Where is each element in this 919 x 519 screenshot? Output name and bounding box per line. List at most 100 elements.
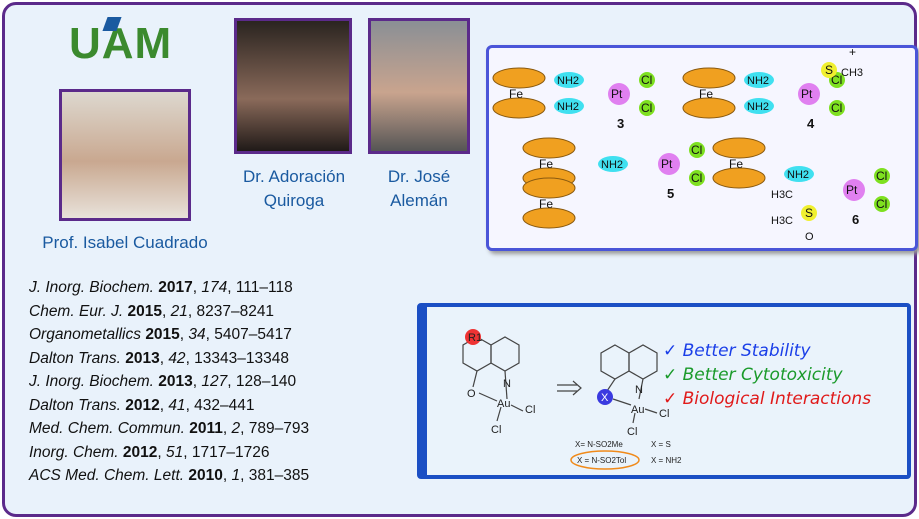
pages: , 381–385 bbox=[240, 467, 310, 484]
r1-label: R1 bbox=[468, 332, 482, 344]
cyclopentadienyl-ring bbox=[712, 137, 766, 159]
nh2-group bbox=[744, 72, 774, 88]
cl-label: Cl bbox=[641, 101, 652, 115]
fe-label: Fe bbox=[509, 87, 523, 101]
year: 2010 bbox=[188, 467, 223, 484]
nh2-group bbox=[554, 72, 584, 88]
year: 2011 bbox=[189, 420, 223, 437]
journal: Dalton Trans. bbox=[29, 396, 121, 414]
cyclopentadienyl-ring bbox=[682, 97, 736, 119]
cl-ligand bbox=[829, 100, 845, 116]
nh2-label: NH2 bbox=[557, 101, 579, 113]
cyclopentadienyl-ring bbox=[522, 137, 576, 159]
journal: J. Inorg. Biochem. bbox=[29, 279, 154, 296]
h3c-label: H3C bbox=[771, 189, 793, 201]
claim-stability: ✓ Better Stability bbox=[663, 341, 811, 361]
highlight-ellipse bbox=[570, 450, 640, 470]
reference-item: J. Inorg. Biochem. 2017, 174, 111–118 bbox=[29, 279, 293, 296]
cyclopentadienyl-ring bbox=[522, 207, 576, 229]
pt-center bbox=[843, 179, 865, 201]
pt-center bbox=[608, 83, 630, 105]
name-line: Quiroga bbox=[263, 191, 325, 210]
pages: , 1717–1726 bbox=[183, 443, 270, 461]
n-label: N bbox=[635, 384, 643, 396]
reference-item: Inorg. Chem. 2012, 51, 1717–1726 bbox=[29, 443, 270, 461]
pt-label: Pt bbox=[801, 87, 813, 101]
nh2-label: NH2 bbox=[557, 75, 579, 87]
pages: , 789–793 bbox=[240, 420, 310, 437]
x-option-highlighted: X = N-SO2Tol bbox=[577, 456, 626, 465]
year: 2015 bbox=[127, 302, 162, 320]
cl-ligand bbox=[874, 196, 890, 212]
volume: 174 bbox=[201, 279, 228, 296]
pages: , 13343–13348 bbox=[185, 349, 289, 367]
year: 2012 bbox=[125, 396, 160, 414]
pages: , 8237–8241 bbox=[187, 302, 275, 320]
journal: J. Inorg. Biochem. bbox=[29, 373, 154, 390]
n-label: N bbox=[503, 378, 511, 390]
volume: 1 bbox=[231, 467, 241, 484]
x-option: X = NH2 bbox=[651, 456, 682, 465]
s-ligand bbox=[801, 205, 817, 221]
nh2-label: NH2 bbox=[747, 101, 769, 113]
cl-label: Cl bbox=[659, 408, 669, 420]
reference-item: J. Inorg. Biochem. 2013, 127, 128–140 bbox=[29, 373, 297, 390]
nh2-label: NH2 bbox=[601, 159, 623, 171]
reference-item: Organometallics 2015, 34, 5407–5417 bbox=[29, 326, 292, 343]
name-line: Alemán bbox=[390, 191, 448, 210]
journal: Organometallics bbox=[29, 326, 141, 343]
s-label: S bbox=[825, 63, 833, 77]
cl-ligand bbox=[874, 168, 890, 184]
pt-center bbox=[798, 83, 820, 105]
pt-label: Pt bbox=[846, 183, 858, 197]
cl-label: Cl bbox=[876, 197, 887, 211]
compound-number: 6 bbox=[852, 212, 859, 227]
photo-adoracion-quiroga bbox=[234, 18, 352, 154]
au-label: Au bbox=[497, 398, 510, 410]
pt-label: Pt bbox=[661, 157, 673, 171]
cl-ligand bbox=[639, 100, 655, 116]
volume: 41 bbox=[168, 396, 186, 414]
cl-label: Cl bbox=[641, 73, 652, 87]
volume: 34 bbox=[188, 326, 206, 343]
gold-complex-sketch: R1 N O Au Cl Cl X N Au Cl Cl X= N-SO2Me … bbox=[417, 303, 911, 479]
volume: 21 bbox=[170, 302, 188, 320]
pt-center bbox=[658, 153, 680, 175]
cl-label: Cl bbox=[491, 424, 501, 436]
volume: 127 bbox=[201, 373, 228, 390]
pt-label: Pt bbox=[611, 87, 623, 101]
uam-logo: UAM bbox=[69, 19, 173, 68]
photo-isabel-cuadrado bbox=[59, 89, 191, 221]
cl-ligand bbox=[689, 142, 705, 158]
name-line: Dr. José bbox=[387, 167, 451, 186]
reference-item: Dalton Trans. 2012, 41, 432–441 bbox=[29, 396, 255, 414]
reference-item: Dalton Trans. 2013, 42, 13343–13348 bbox=[29, 349, 289, 367]
volume: 51 bbox=[166, 443, 184, 461]
name-line: Dr. Adoración bbox=[242, 167, 346, 186]
journal: Chem. Eur. J. bbox=[29, 302, 124, 320]
compound-number: 4 bbox=[807, 116, 815, 131]
compound-number: 3 bbox=[617, 116, 624, 131]
year: 2017 bbox=[158, 279, 193, 296]
compound-number: 5 bbox=[667, 186, 674, 201]
cyclopentadienyl-ring bbox=[492, 67, 546, 89]
h3c-label: H3C bbox=[771, 215, 793, 227]
claim-cytotoxicity: ✓ Better Cytotoxicity bbox=[663, 365, 843, 385]
cyclopentadienyl-ring bbox=[682, 67, 736, 89]
cl-label: Cl bbox=[627, 426, 637, 438]
pages: , 128–140 bbox=[227, 373, 297, 390]
charge-label: + bbox=[849, 48, 856, 59]
volume: 42 bbox=[168, 349, 186, 367]
journal: Dalton Trans. bbox=[29, 349, 121, 367]
nh2-group bbox=[598, 156, 628, 172]
fe-label: Fe bbox=[699, 87, 713, 101]
cl-label: Cl bbox=[831, 101, 842, 115]
journal: Med. Chem. Commun. bbox=[29, 420, 185, 437]
pages: , 111–118 bbox=[227, 279, 293, 296]
quinoline-gold-structures: R1 N O Au Cl Cl X N Au Cl Cl X= N-SO2Me … bbox=[462, 329, 682, 470]
cyclopentadienyl-ring bbox=[522, 177, 576, 199]
